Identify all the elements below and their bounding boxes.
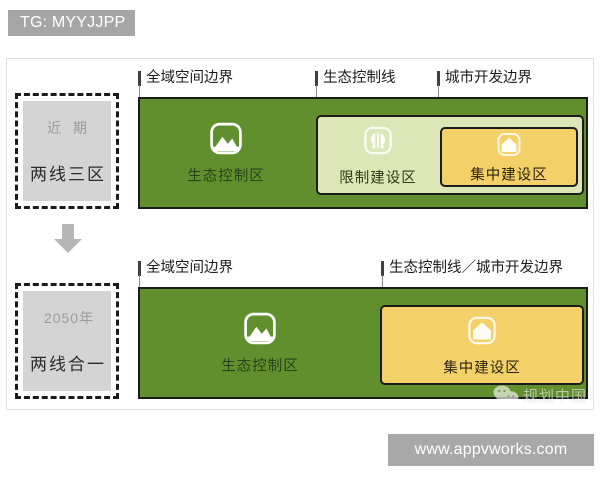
zone-ecological-control-area[interactable]: 生态控制区 集中建设区 <box>138 287 588 399</box>
zone-concentrated-construction-area[interactable]: 集中建设区 <box>380 305 584 385</box>
stage-name-label: 两线合一 <box>30 354 106 374</box>
zone-content-eco: 生态控制区 <box>140 311 380 376</box>
url-banner: www.appvworks.com <box>388 434 594 466</box>
tag-banner: TG: MYYJJPP <box>8 10 136 36</box>
zone-content-concentrated: 集中建设区 <box>382 313 582 378</box>
stage-name-label: 两线三区 <box>30 164 106 184</box>
leader-line-overall <box>139 85 140 97</box>
zone-label-ecological-control-area: 生态控制区 <box>221 358 299 375</box>
zone-label-ecological-control-area: 生态控制区 <box>187 168 265 185</box>
callout-overall-spatial-boundary: 全域空间边界 <box>138 69 233 87</box>
zone-label-concentrated-construction-area: 集中建设区 <box>443 360 521 377</box>
zone-content-eco: 生态控制区 <box>140 121 312 186</box>
stage-card-near-term: 近 期 两线三区 <box>15 93 119 209</box>
callout-overall-spatial-boundary: 全域空间边界 <box>138 259 233 277</box>
stage-card-2050: 2050年 两线合一 <box>15 283 119 399</box>
phase-2050: 2050年 两线合一 全域空间边界 生态控制线／城市开发边界 生态控制区 <box>7 257 593 407</box>
mountain-icon <box>210 122 242 155</box>
mountain-icon <box>244 312 276 345</box>
zone-label-concentrated-construction-area: 集中建设区 <box>470 167 548 184</box>
zone-label-restricted-construction-area: 限制建设区 <box>339 170 417 187</box>
zone-content-restricted: 限制建设区 <box>318 123 438 188</box>
callout-merged-boundary: 生态控制线／城市开发边界 <box>381 259 563 277</box>
watermark-text: 规划中国 <box>523 387 588 405</box>
phase-near-term: 近 期 两线三区 全域空间边界 生态控制线 城市开发边界 生态控制区 <box>7 67 593 217</box>
stage-card-inner: 2050年 两线合一 <box>23 291 111 391</box>
tree-icon <box>364 126 392 155</box>
watermark: 规划中国 <box>492 384 587 406</box>
wechat-icon <box>493 385 519 406</box>
leader-line-overall <box>139 275 140 287</box>
diagram-frame: 近 期 两线三区 全域空间边界 生态控制线 城市开发边界 生态控制区 <box>6 58 594 410</box>
zone-restricted-construction-area[interactable]: 限制建设区 集中建设区 <box>316 115 584 195</box>
zone-ecological-control-area[interactable]: 生态控制区 限制建设区 <box>138 97 588 209</box>
down-arrow-icon <box>54 224 82 253</box>
zone-content-concentrated: 集中建设区 <box>442 130 576 185</box>
zone-concentrated-construction-area[interactable]: 集中建设区 <box>440 127 578 187</box>
house-icon <box>468 316 496 345</box>
stage-year-label: 2050年 <box>43 309 95 326</box>
stage-year-label: 近 期 <box>47 119 91 136</box>
callout-urban-development-boundary: 城市开发边界 <box>437 69 532 87</box>
stage-card-inner: 近 期 两线三区 <box>23 101 111 201</box>
callout-ecological-control-line: 生态控制线 <box>315 69 396 87</box>
house-icon <box>497 133 521 156</box>
